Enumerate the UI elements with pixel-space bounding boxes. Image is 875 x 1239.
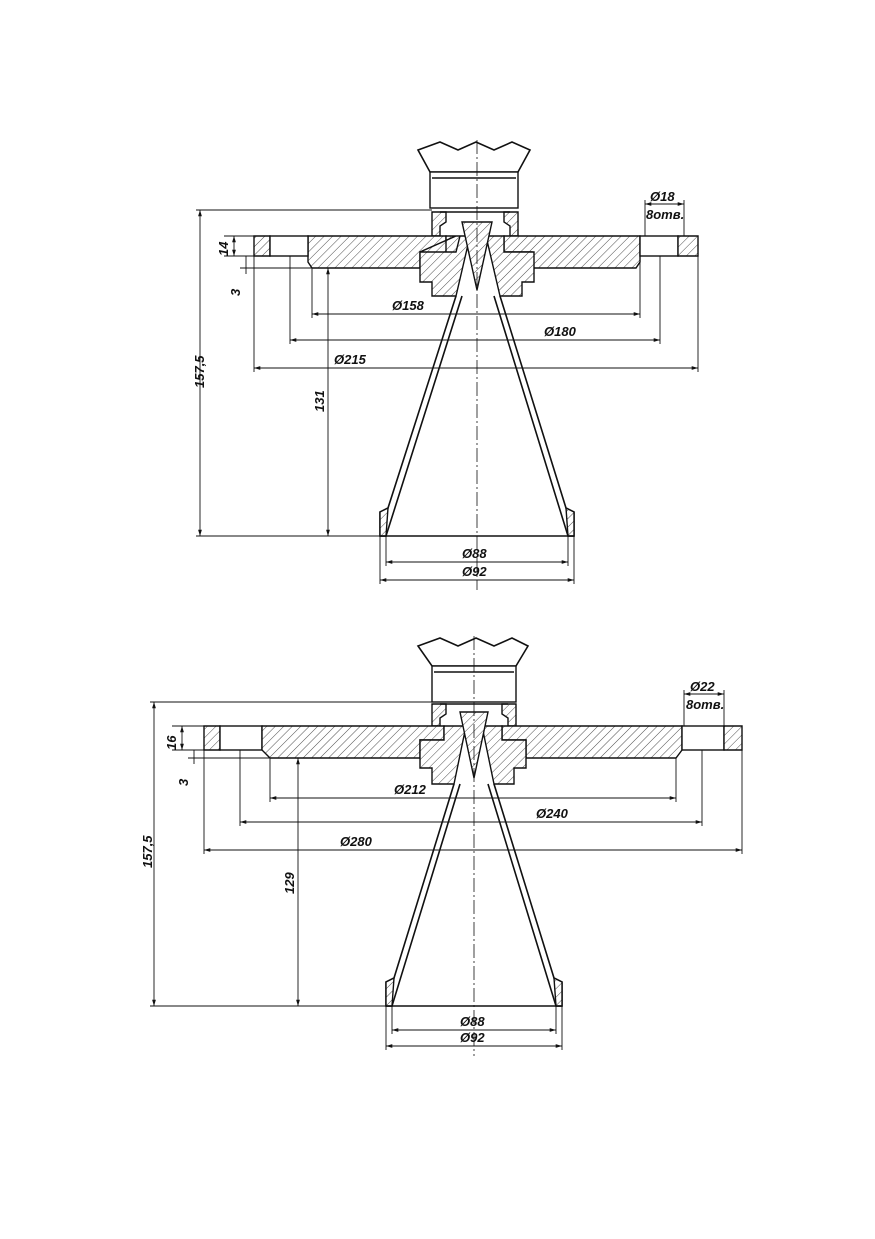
dim-mouth-outer-2: Ø92: [460, 1030, 485, 1045]
drawing-1: 157,5 131 14 3 Ø158 Ø180 Ø215 Ø88 Ø92: [192, 140, 699, 590]
horn-lip-left-2: [385, 976, 395, 1007]
dim-mouth-inner-1: Ø88: [462, 546, 487, 561]
flange-left-1: [253, 235, 271, 257]
dim-d-inner-1: Ø158: [392, 298, 425, 313]
bolt-hole-right-2: [681, 725, 725, 751]
dim-overall-height-1: 157,5: [192, 355, 207, 388]
connector-head-2: [416, 637, 530, 703]
flange-left-main-2: [261, 725, 445, 759]
hub-left-1: [419, 235, 471, 297]
dim-hole-count-1: 8отв.: [646, 207, 684, 222]
dim-cone-height-2: 129: [282, 872, 297, 894]
neck-left-1: [431, 211, 447, 237]
neck-left-2: [431, 703, 447, 727]
connector-head-1: [416, 141, 532, 209]
dim-flange-thickness-2: 16: [164, 735, 179, 750]
dim-bolt-circle-2: Ø240: [536, 806, 569, 821]
bolt-hole-left-1: [269, 235, 309, 257]
flange-right-2: [723, 725, 743, 751]
drawing-2: 157,5 129 16 3 Ø212 Ø240 Ø280 Ø88 Ø92: [140, 636, 743, 1056]
bolt-hole-right-1: [639, 235, 679, 257]
horn-wall-left-2: [385, 783, 461, 1007]
dim-mouth-outer-1: Ø92: [462, 564, 487, 579]
dim-cone-height-1: 131: [312, 390, 327, 412]
dim-hole-diameter-1: Ø18: [650, 189, 675, 204]
bolt-hole-left-2: [219, 725, 263, 751]
dim-flange-diameter-2: Ø280: [340, 834, 373, 849]
dim-flange-recess-2: 3: [176, 778, 191, 786]
neck-right-1: [503, 211, 519, 237]
neck-right-2: [501, 703, 517, 727]
dim-hole-count-2: 8отв.: [686, 697, 724, 712]
dim-flange-diameter-1: Ø215: [334, 352, 367, 367]
dim-flange-recess-1: 3: [228, 288, 243, 296]
flange-right-main-2: [501, 725, 683, 759]
horn-lip-right-2: [553, 976, 563, 1007]
horn-lip-left-1: [379, 506, 389, 537]
dim-bolt-circle-1: Ø180: [544, 324, 577, 339]
flange-right-1: [677, 235, 699, 257]
dim-d-inner-2: Ø212: [394, 782, 427, 797]
dim-mouth-inner-2: Ø88: [460, 1014, 485, 1029]
dim-overall-height-2: 157,5: [140, 835, 155, 868]
dim-flange-thickness-1: 14: [216, 241, 231, 256]
dim-hole-diameter-2: Ø22: [690, 679, 715, 694]
horn-wall-left-1: [379, 295, 463, 537]
horn-lip-right-1: [565, 506, 575, 537]
flange-left-2: [203, 725, 221, 751]
